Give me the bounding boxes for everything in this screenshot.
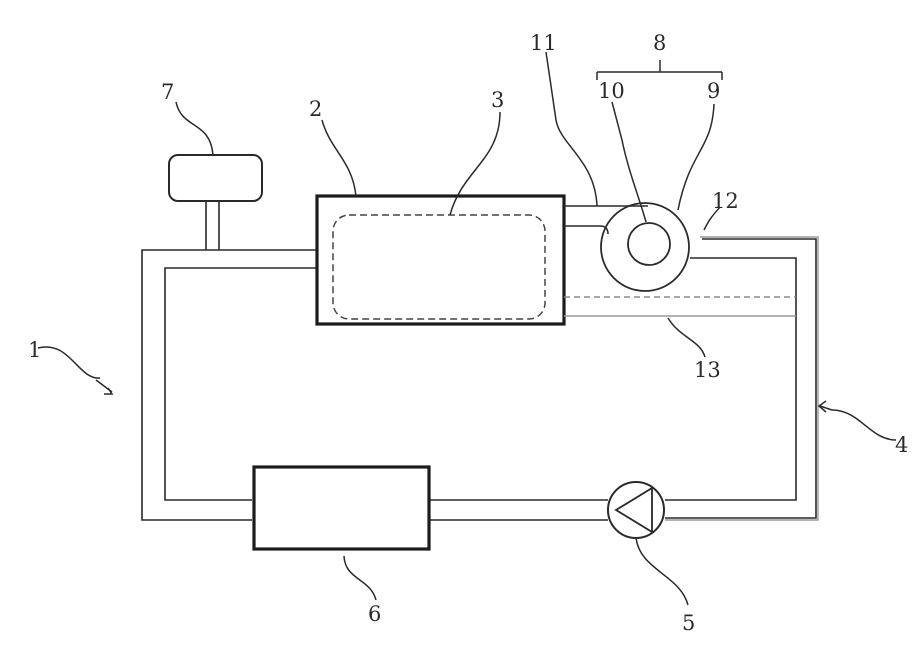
label-inner-region: 3: [491, 88, 504, 112]
label-pump: 5: [682, 611, 695, 635]
main-unit: [317, 196, 564, 324]
bypass-line: [564, 297, 796, 316]
leader-lines: [38, 52, 896, 605]
inlet-pipe: [564, 206, 648, 234]
pump-symbol: [608, 482, 664, 538]
label-circuit: 1: [28, 338, 41, 362]
label-component-6: 6: [368, 602, 381, 626]
label-outlet: 12: [712, 189, 739, 213]
label-unit: 2: [309, 97, 322, 121]
label-inlet: 11: [530, 31, 557, 55]
reservoir-tank: [169, 155, 262, 250]
label-bypass: 13: [694, 358, 721, 382]
label-casing: 9: [707, 79, 720, 103]
label-tank: 7: [161, 80, 174, 104]
label-core: 10: [598, 79, 625, 103]
label-assembly: 8: [653, 31, 666, 55]
component-block: [254, 467, 429, 549]
reference-numerals: 1 2 3 4 5 6 7 8 9 10 11 12 13: [28, 31, 908, 635]
label-circuit-loop: 4: [895, 433, 908, 457]
